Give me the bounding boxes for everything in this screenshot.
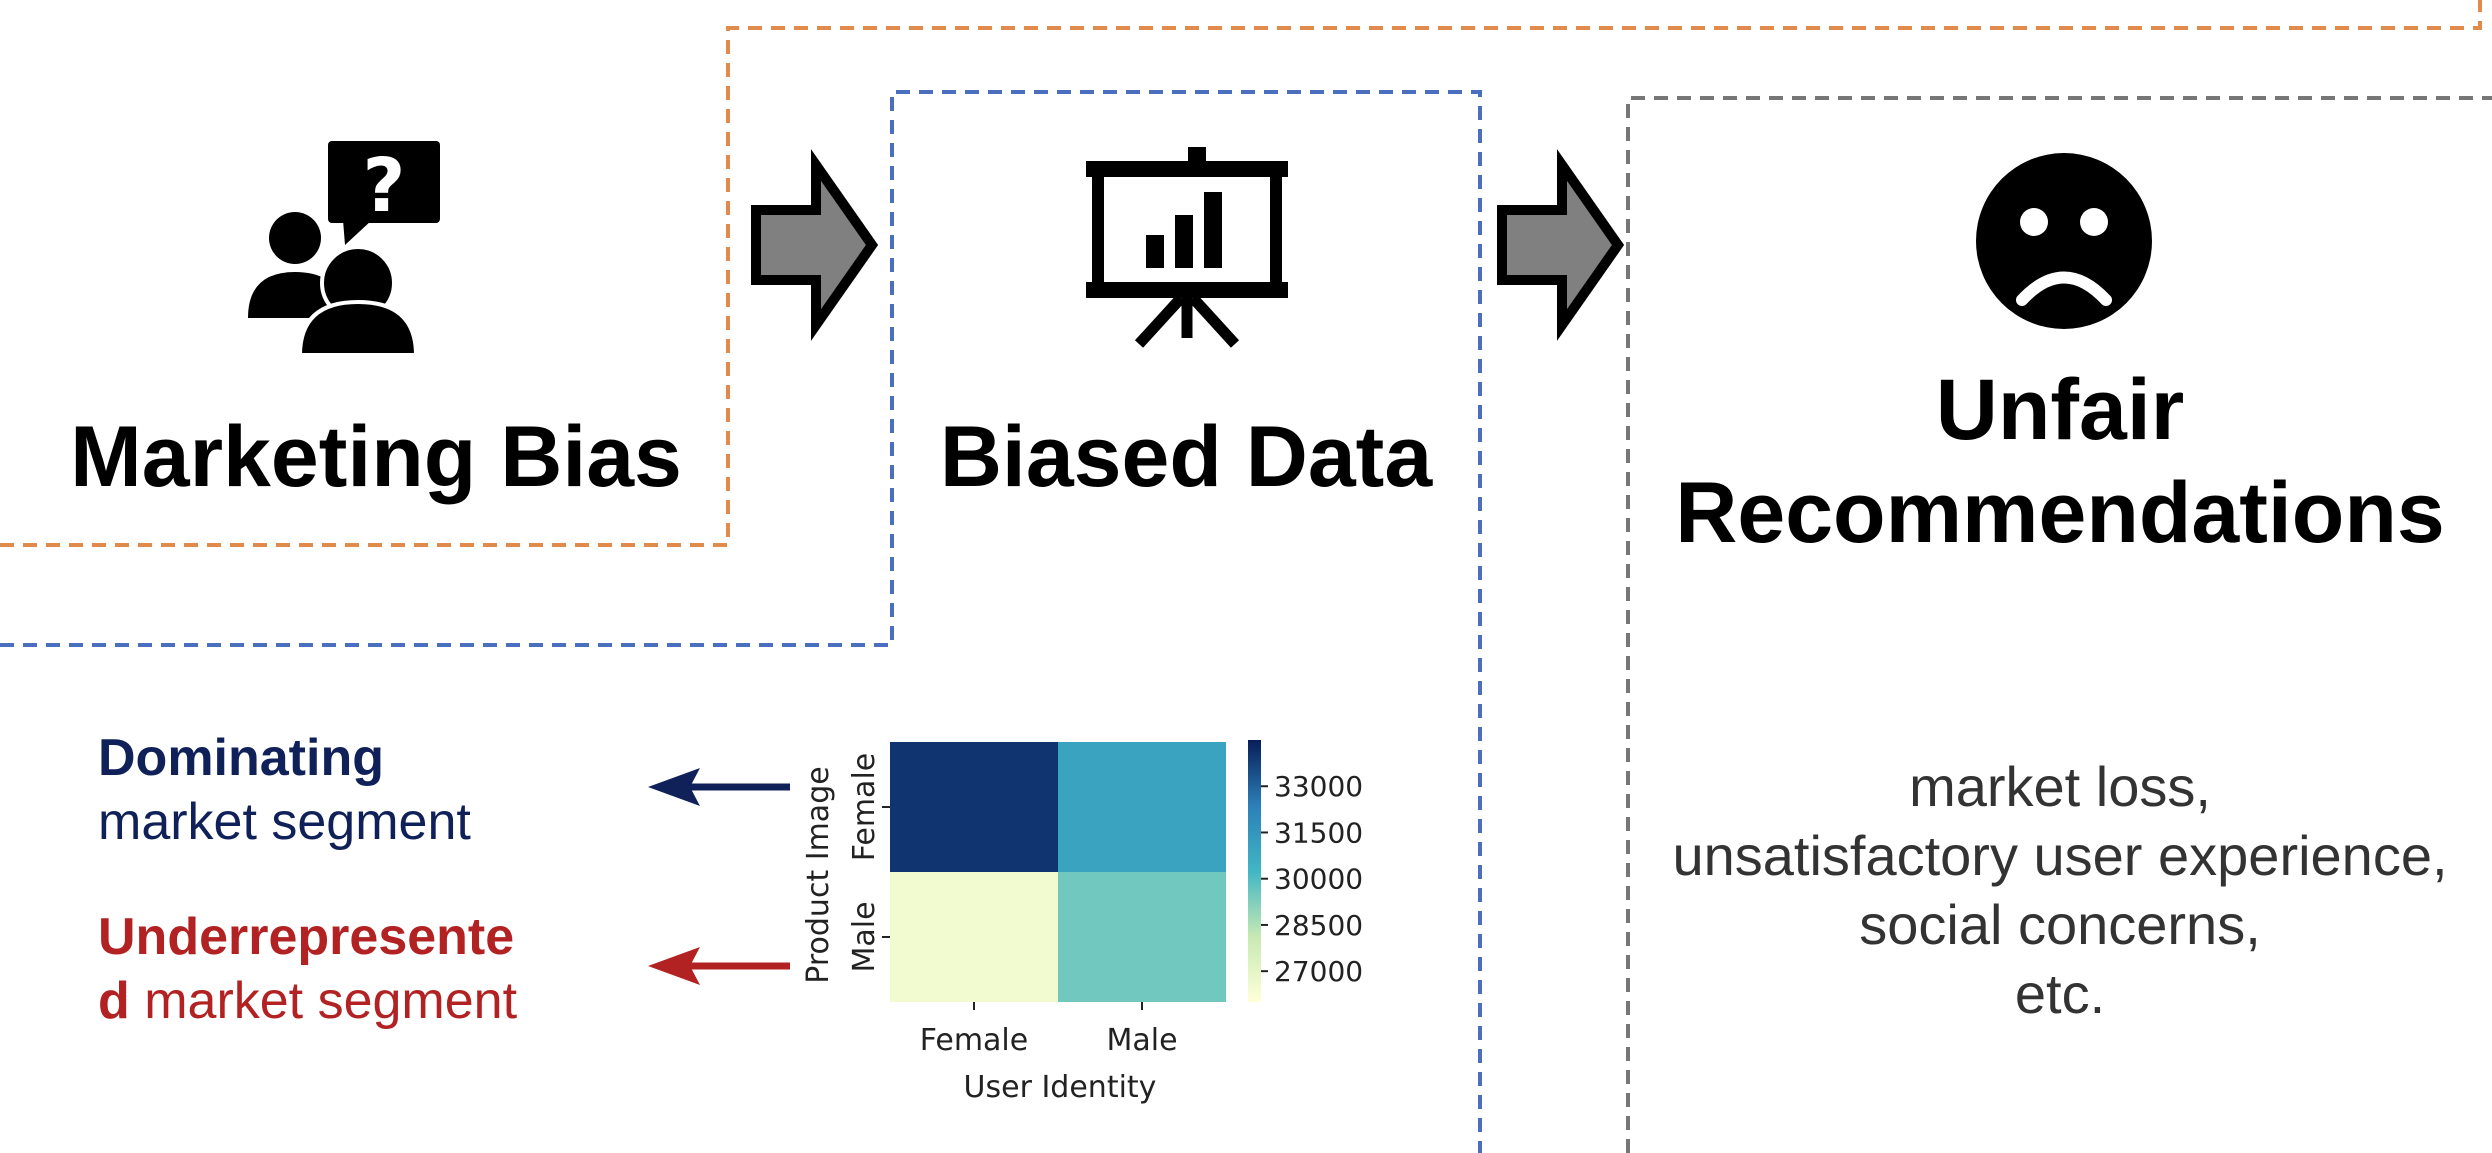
dominating-segment-label: Dominating market segment bbox=[98, 726, 471, 854]
heatmap-cell-female-female bbox=[890, 742, 1058, 872]
colorbar-tick-label: 30000 bbox=[1274, 863, 1363, 896]
consequence-user-experience: unsatisfactory user experience, bbox=[1672, 824, 2448, 887]
consequences-list: market loss, unsatisfactory user experie… bbox=[1630, 752, 2490, 1028]
dominating-segment-arrow bbox=[648, 768, 790, 806]
x-tick-label-male: Male bbox=[1106, 1023, 1177, 1058]
marketing-bias-region-border bbox=[0, 0, 2482, 547]
colorbar-tick-label: 33000 bbox=[1274, 770, 1363, 803]
svg-text:?: ? bbox=[363, 143, 406, 229]
unfair-title-line1: Unfair bbox=[1935, 362, 2185, 458]
underrepresented-segment-label: Underrepresente d market segment bbox=[98, 905, 517, 1033]
heatmap-y-axis-label: Product Image bbox=[801, 766, 836, 983]
dominating-bold-text: Dominating bbox=[98, 729, 384, 787]
biased-data-title: Biased Data bbox=[939, 409, 1433, 505]
flow-arrow-2 bbox=[1497, 149, 1625, 341]
consequence-etc: etc. bbox=[2014, 962, 2106, 1025]
unfair-recs-region-border bbox=[1626, 96, 2492, 1153]
flow-arrow-1 bbox=[751, 149, 879, 341]
marketing-bias-title: Marketing Bias bbox=[70, 409, 682, 505]
heatmap-cell-male-male bbox=[1058, 872, 1226, 1002]
x-tick-label-female: Female bbox=[920, 1023, 1028, 1058]
people-question-icon: ? bbox=[248, 141, 440, 357]
heatmap-colorbar bbox=[1248, 740, 1261, 1002]
dominating-rest-text: market segment bbox=[98, 793, 471, 851]
unfair-title-line2: Recommendations bbox=[1675, 465, 2445, 561]
underrepresented-bold-line2: d bbox=[98, 972, 130, 1030]
presentation-chart-icon bbox=[1086, 147, 1288, 348]
consequence-market-loss: market loss, bbox=[1909, 755, 2211, 818]
y-tick-label-female: Female bbox=[847, 753, 882, 861]
colorbar-tick-label: 31500 bbox=[1274, 816, 1363, 849]
consequence-social-concerns: social concerns, bbox=[1859, 893, 2261, 956]
heatmap-cell-male-female bbox=[890, 872, 1058, 1002]
underrepresented-bold-line1: Underrepresente bbox=[98, 908, 515, 966]
heatmap-x-axis-label: User Identity bbox=[964, 1070, 1157, 1105]
y-tick-label-male: Male bbox=[847, 901, 882, 972]
underrepresented-segment-arrow bbox=[648, 947, 790, 985]
sad-face-icon bbox=[1976, 153, 2152, 329]
heatmap-cell-female-male bbox=[1058, 742, 1226, 872]
colorbar-tick-label: 28500 bbox=[1274, 909, 1363, 942]
colorbar-tick-label: 27000 bbox=[1274, 955, 1363, 988]
underrepresented-rest-text: market segment bbox=[129, 972, 518, 1030]
